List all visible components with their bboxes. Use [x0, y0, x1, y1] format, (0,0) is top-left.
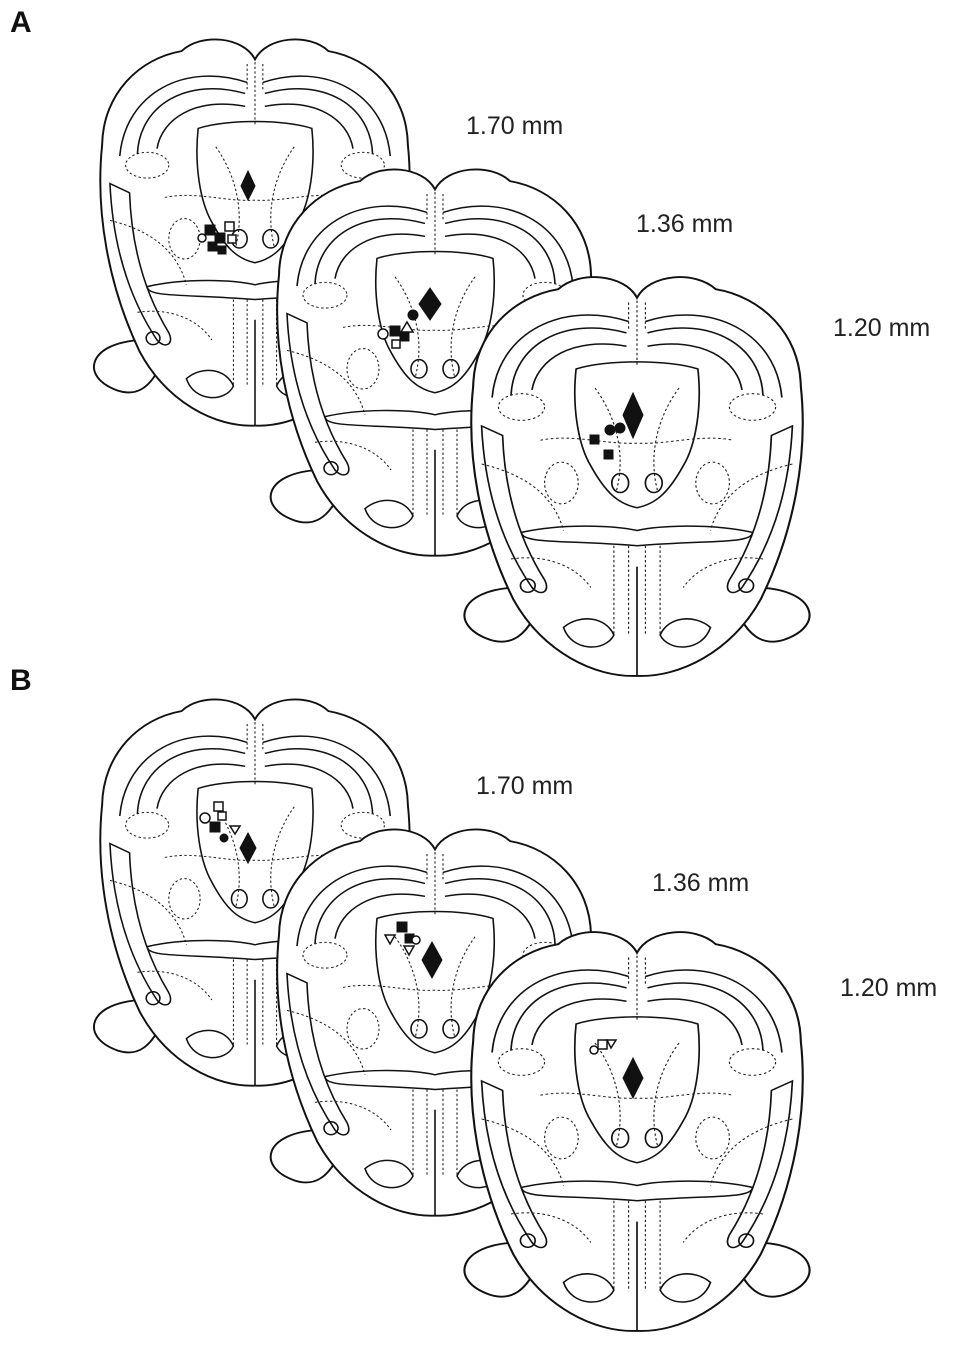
filled-square-marker [208, 242, 217, 251]
filled-square-marker [210, 822, 220, 832]
filled-square-marker [400, 332, 409, 341]
open-square-marker [228, 235, 236, 243]
open-square-marker [225, 222, 234, 231]
open-circle-marker [198, 234, 206, 242]
filled-circle-marker [615, 423, 625, 433]
open-circle-marker [412, 936, 420, 944]
filled-circle-marker [408, 310, 418, 320]
filled-circle-marker [220, 834, 228, 842]
open-circle-marker [378, 329, 388, 339]
panel-a-section-1-20 [464, 277, 809, 676]
open-circle-marker [200, 813, 210, 823]
filled-square-marker [604, 450, 613, 459]
open-circle-marker [590, 1046, 598, 1054]
open-square-marker [214, 802, 223, 811]
filled-square-marker [590, 435, 599, 444]
filled-circle-marker [605, 425, 615, 435]
filled-square-marker [397, 922, 407, 932]
open-square-marker [392, 340, 400, 348]
filled-square-marker [205, 225, 215, 235]
filled-square-marker [218, 246, 226, 254]
open-square-marker [218, 812, 226, 820]
panel-b-section-1-20 [464, 932, 809, 1331]
open-square-marker [598, 1040, 607, 1049]
filled-square-marker [390, 326, 400, 336]
